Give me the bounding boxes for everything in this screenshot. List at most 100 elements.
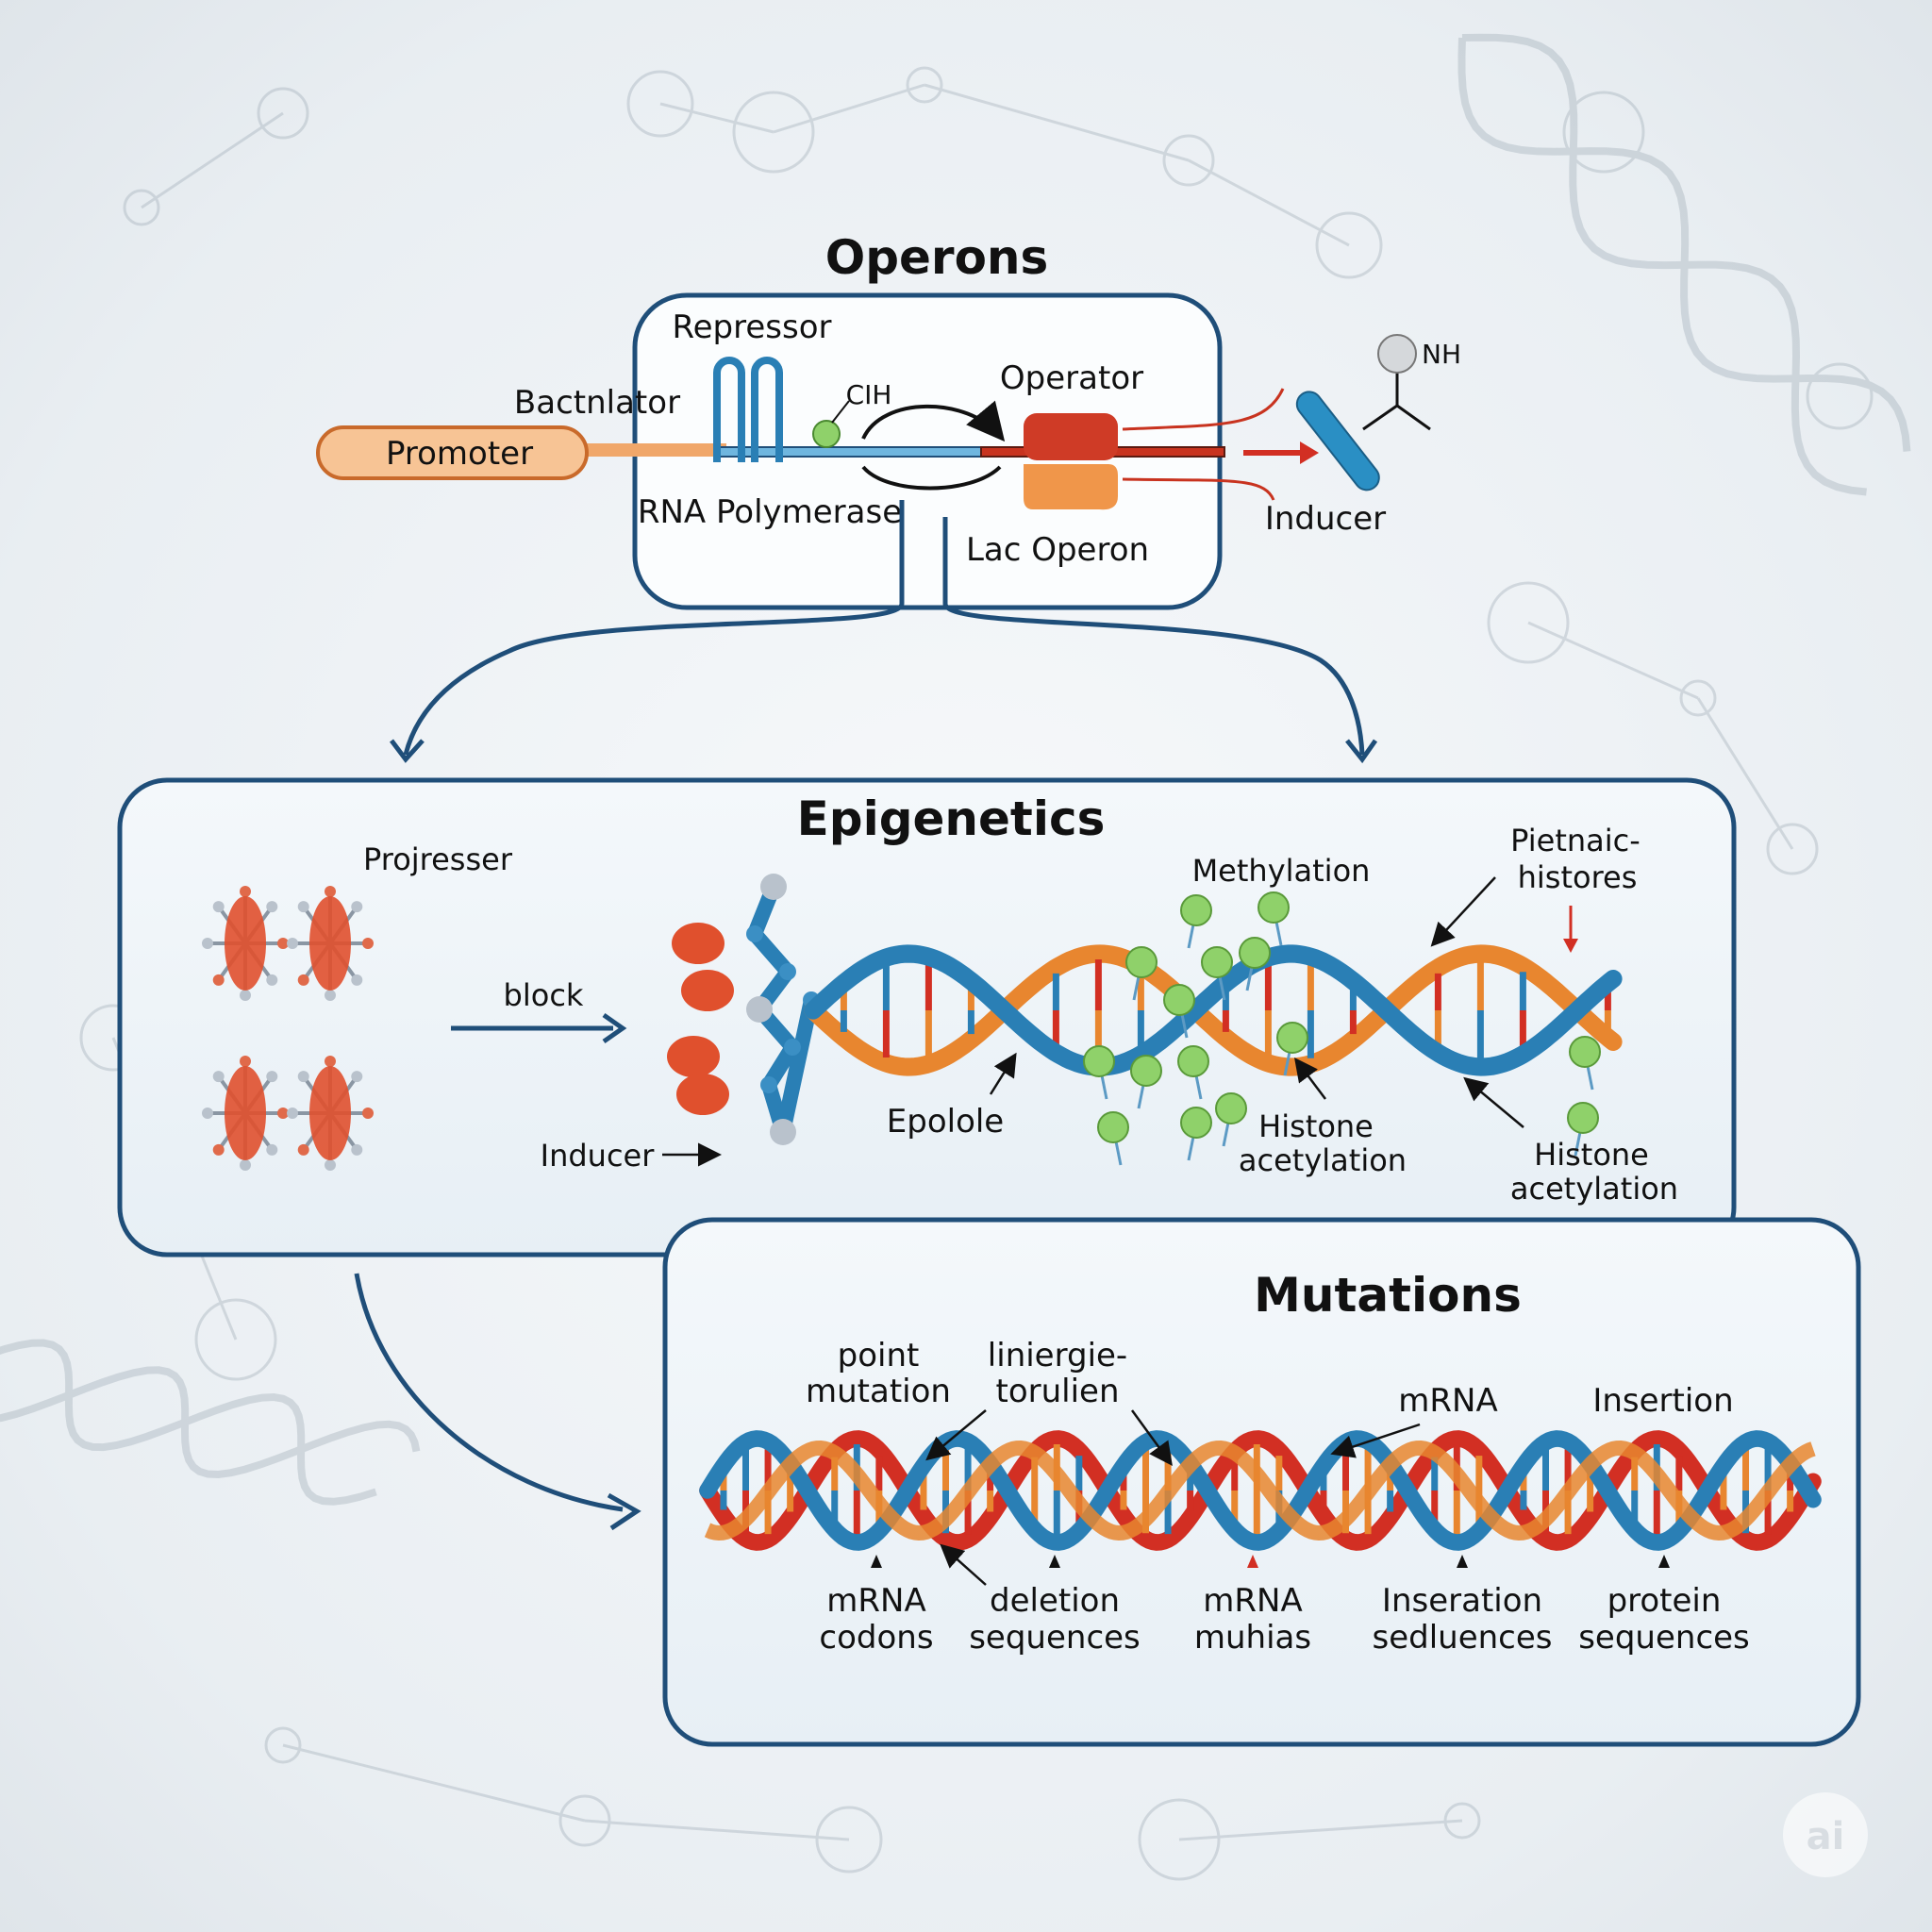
lac-operon-label: Lac Operon — [966, 531, 1149, 569]
atom-icon — [240, 886, 251, 897]
background-atom-icon — [194, 1298, 277, 1381]
mutation-top-label-line1: point — [838, 1337, 920, 1374]
pointer-triangle-icon — [1457, 1555, 1468, 1568]
background-atom-icon — [1315, 211, 1383, 279]
repressor-label: Repressor — [673, 308, 832, 346]
methyl-group-icon — [1239, 937, 1271, 969]
histone-acetylation-b-line2: acetylation — [1510, 1171, 1678, 1207]
inducer-complex-atom — [760, 1076, 777, 1093]
mutation-top-label-line2: Insertion — [1592, 1382, 1733, 1420]
background-helix — [0, 1339, 377, 1506]
epigenetics-dna-helix — [804, 944, 1623, 1076]
methylation-label: Methylation — [1192, 853, 1371, 889]
atom-icon — [202, 1108, 213, 1119]
mutations-title: Mutations — [1254, 1268, 1522, 1323]
mutation-bottom-label-line1: protein — [1607, 1582, 1722, 1620]
background-atom-icon — [1806, 362, 1874, 430]
methyl-group-icon — [1177, 1045, 1209, 1077]
methyl-group-icon — [1215, 1092, 1247, 1124]
atom-icon — [212, 1071, 225, 1083]
pietnaic-label-line1: Pietnaic- — [1510, 823, 1641, 858]
atom-icon — [297, 1071, 309, 1083]
methyl-group-icon — [1180, 894, 1212, 926]
promoter-pill — [316, 425, 589, 480]
pietnaic-label-line2: histores — [1518, 859, 1638, 895]
histone-acetylation-b-line1: Histone — [1534, 1137, 1649, 1173]
atom-icon — [351, 1071, 363, 1083]
repressor-subunit — [309, 1066, 351, 1160]
atom-icon — [297, 1143, 309, 1156]
background-atom-icon — [558, 1794, 611, 1847]
atom-icon — [287, 1108, 298, 1119]
arrow-to-epigenetics-left — [403, 602, 905, 756]
atom-icon — [297, 901, 309, 913]
cycle-arrow-bottom-icon — [861, 465, 1002, 491]
mutation-bottom-label-line1: mRNA — [1203, 1582, 1302, 1620]
atom-icon — [351, 901, 363, 913]
nh-label: NH — [1422, 339, 1461, 370]
background-atom-icon — [1443, 1802, 1481, 1840]
mutation-bottom-label-line1: Inseration — [1382, 1582, 1542, 1620]
inducer-label: Inducer — [541, 1138, 656, 1174]
mutation-bottom-label-line2: codons — [819, 1619, 933, 1657]
methyl-group-icon — [1180, 1107, 1212, 1139]
methyl-group-icon — [1276, 1022, 1308, 1054]
epigenetics-dna-strand-b — [804, 944, 1623, 1076]
promoter-label: Promoter — [386, 435, 533, 473]
mutation-bottom-label-line2: sequences — [969, 1619, 1141, 1657]
background-atom-icon — [1679, 679, 1717, 717]
inducer-complex-red-lobe — [672, 923, 724, 964]
methyl-group-icon — [1083, 1045, 1115, 1077]
methyl-group-icon — [1125, 946, 1158, 978]
epigenetics-dna-strand-a — [804, 944, 1623, 1076]
background-atom-icon — [1138, 1798, 1221, 1881]
inducer-complex-red-lobe — [667, 1036, 720, 1077]
mutations-dna-helix — [699, 1430, 1822, 1551]
atom-icon — [240, 1056, 251, 1067]
background-atom-icon — [626, 70, 694, 138]
mutation-bottom-label-line2: sedluences — [1372, 1619, 1552, 1657]
inducer-complex-atom — [746, 996, 773, 1023]
cih-label: CIH — [846, 379, 892, 410]
inducer-complex-atom — [779, 963, 796, 980]
atom-icon — [266, 901, 278, 913]
epolole-label: Epolole — [887, 1103, 1004, 1141]
mutation-bottom-label-line1: mRNA — [826, 1582, 925, 1620]
pointer-triangle-icon — [1049, 1555, 1060, 1568]
operator-block — [1024, 413, 1118, 460]
methyl-group-icon — [1163, 984, 1195, 1016]
atom-icon — [240, 990, 251, 1001]
lac-operon-block — [1024, 464, 1118, 510]
mutation-top-label-line2: torulien — [995, 1373, 1119, 1410]
epigenetics-section: Epigenetics Projresser block Inducer Epo… — [117, 777, 1737, 1257]
cycle-arrow-top-icon — [861, 400, 1006, 442]
methyl-group-icon — [1567, 1102, 1599, 1134]
arrow-to-epigenetics-right — [942, 602, 1365, 756]
inducer-complex-atom — [770, 1119, 796, 1145]
watermark-text: ai — [1807, 1815, 1845, 1858]
inducer-label: Inducer — [1265, 500, 1386, 538]
rna-polymerase-label: RNA Polymerase — [638, 493, 902, 531]
label-arrow-icon — [925, 1409, 987, 1461]
methyl-group-icon — [1569, 1036, 1601, 1068]
methyl-group-icon — [1257, 891, 1290, 924]
atom-icon — [325, 886, 336, 897]
pointer-triangle-icon — [1658, 1555, 1670, 1568]
mutation-top-label-line2: mutation — [806, 1373, 951, 1410]
atom-icon — [266, 1071, 278, 1083]
mutations-dna-strand-c — [704, 1440, 1816, 1541]
label-arrow-icon — [1130, 1409, 1173, 1467]
mutation-bottom-label-line1: deletion — [990, 1582, 1120, 1620]
projresser-label: Projresser — [363, 841, 513, 877]
atom-icon — [325, 1159, 336, 1171]
arrow-to-mutations — [354, 1273, 624, 1512]
background-atom-icon — [906, 66, 943, 104]
background-atom-icon — [257, 87, 309, 140]
atom-icon — [362, 938, 374, 949]
cih-molecule-icon — [812, 420, 841, 448]
repressor-subunit — [309, 896, 351, 991]
pointer-triangle-icon — [871, 1555, 882, 1568]
mutation-top-label-line1: liniergie- — [988, 1337, 1127, 1374]
